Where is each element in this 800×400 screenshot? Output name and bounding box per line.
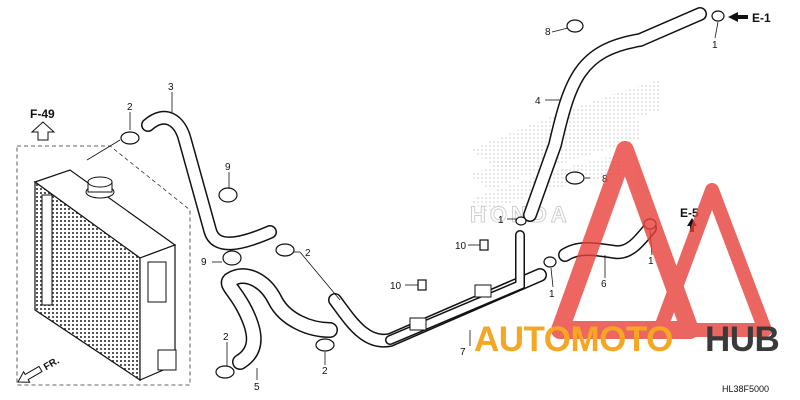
callout-1-d: 1 <box>648 256 654 267</box>
clamps <box>120 10 725 379</box>
diagram-code: HL38F5000 <box>722 384 769 394</box>
watermark-text-hub: HUB <box>705 320 779 359</box>
callout-9-a: 9 <box>225 162 231 173</box>
ref-front: FR. <box>42 355 62 373</box>
callout-4: 4 <box>535 96 541 107</box>
radiator <box>33 169 177 382</box>
left-arrow-icon <box>728 12 748 22</box>
front-arrow-icon <box>17 365 43 383</box>
callout-2-c: 2 <box>223 332 229 343</box>
watermark <box>551 141 772 339</box>
callout-9-b: 9 <box>201 257 207 268</box>
callout-2-a: 2 <box>127 102 133 113</box>
callout-8-a: 8 <box>545 27 551 38</box>
front-indicator: FR. <box>17 355 62 383</box>
callout-1-c: 1 <box>549 289 555 300</box>
ref-e5: E-5 <box>680 206 699 220</box>
watermark-text-automoto: AUTOMOTO <box>474 320 673 359</box>
callout-10-a: 10 <box>455 241 467 252</box>
callout-5: 5 <box>254 382 260 393</box>
callout-10-b: 10 <box>390 281 402 292</box>
callout-2-d: 2 <box>322 366 328 377</box>
callout-7: 7 <box>460 347 466 358</box>
ref-f49: F-49 <box>30 107 55 121</box>
callout-1-b: 1 <box>498 215 504 226</box>
leader-lines <box>86 21 719 380</box>
watermark-logo-icon <box>551 141 699 339</box>
ref-e1: E-1 <box>752 11 771 25</box>
callout-6: 6 <box>601 279 607 290</box>
radiator-dashed-frame <box>16 145 191 386</box>
callout-1-a: 1 <box>712 40 718 51</box>
callout-3: 3 <box>168 82 174 93</box>
up-arrow-icon <box>30 121 56 141</box>
callout-2-b: 2 <box>305 248 311 259</box>
